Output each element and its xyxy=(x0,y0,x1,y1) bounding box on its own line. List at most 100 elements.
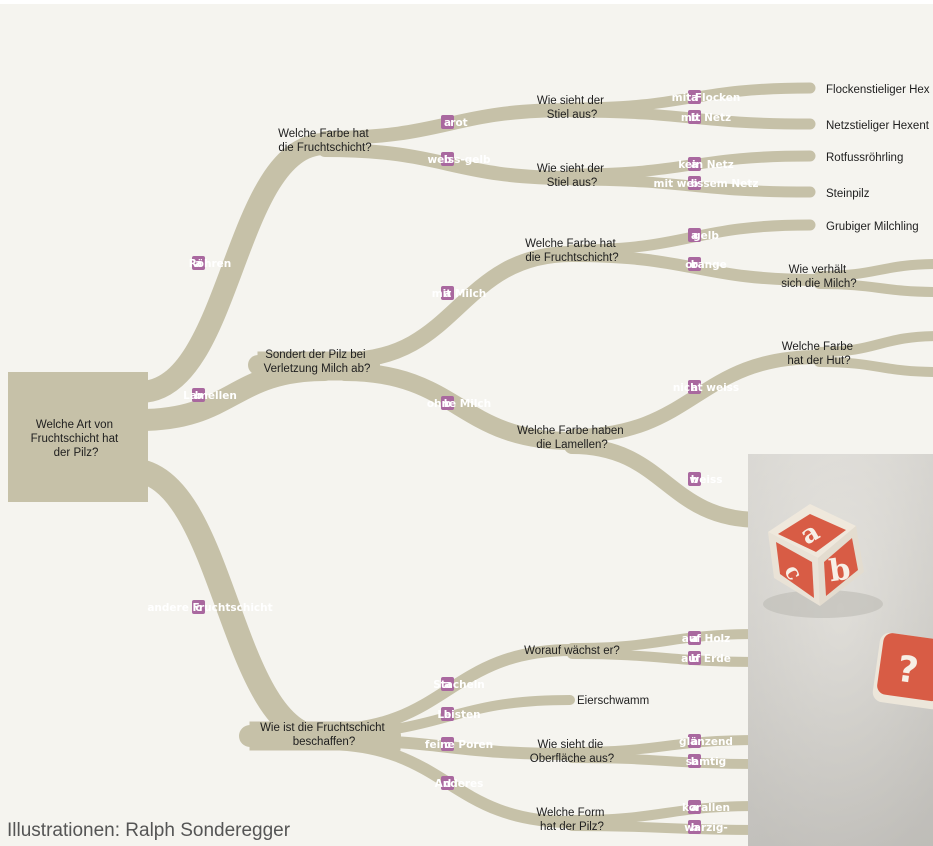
question-farbe-hut: Welche Farbe hat der Hut? xyxy=(782,341,857,367)
option-badge-erde xyxy=(688,651,701,665)
option-letter-poren: c xyxy=(444,739,450,751)
option-letter-gelb: a xyxy=(691,230,698,242)
option-label-rot: rot xyxy=(450,117,467,129)
option-label-gelb: gelb xyxy=(693,230,719,242)
branch-hut-out-2 xyxy=(814,357,933,377)
option-badge-orange xyxy=(688,257,701,271)
option-label-warzig: warzig- xyxy=(684,822,728,834)
option-letter-stacheln: a xyxy=(444,679,451,691)
option-badge-lamellen xyxy=(192,388,205,402)
option-letter-korallen: a xyxy=(691,802,698,814)
question-lamellen-farbe: Welche Farbe haben die Lamellen? xyxy=(517,425,627,451)
option-badge-korallen xyxy=(688,800,701,814)
option-badge-andere xyxy=(192,600,205,614)
option-letter-glaenzend: a xyxy=(691,736,698,748)
leaf-rotfussroehrling: Rotfussröhrling xyxy=(826,152,903,164)
question-beschaffen: Wie ist die Fruchtschicht beschaffen? xyxy=(260,722,388,748)
question-stiel-rot: Wie sieht der Stiel aus? xyxy=(537,95,607,121)
option-badge-flocken xyxy=(688,90,701,104)
option-letter-orange: b xyxy=(691,259,699,271)
question-form: Welche Form hat der Pilz? xyxy=(536,807,607,833)
option-label-flocken: mit Flocken xyxy=(672,92,741,104)
dice-illustration: a b c ? xyxy=(748,454,933,846)
trunk-block-beschaffen xyxy=(249,721,401,751)
root-question: Welche Art von Fruchtschicht hat der Pil… xyxy=(31,419,122,459)
branch-roehren xyxy=(129,133,336,403)
option-label-andere: andere Fruchtschicht xyxy=(147,602,272,614)
option-letter-holz: a xyxy=(691,633,698,645)
option-badge-samtig xyxy=(688,754,701,768)
trunk-block-milch xyxy=(257,351,377,381)
branch-weiss xyxy=(564,438,768,528)
option-letter-samtig: b xyxy=(691,756,699,768)
option-letter-netz: b xyxy=(691,112,699,124)
option-letter-leisten: b xyxy=(444,709,452,721)
option-letter-weiss: b xyxy=(691,474,699,486)
option-label-orange: orange xyxy=(685,259,727,271)
branch-mitmilch xyxy=(337,246,580,368)
dice-photo: a b c ? xyxy=(748,454,933,846)
option-badge-poren xyxy=(441,737,454,751)
option-label-roehren: Röhren xyxy=(189,258,232,270)
branch-samtig xyxy=(567,753,765,769)
option-label-erde: auf Erde xyxy=(681,653,731,665)
option-badge-glaenzend xyxy=(688,734,701,748)
branch-ohnemilch xyxy=(336,363,581,450)
option-letter-lamellen: b xyxy=(195,390,203,402)
option-badge-weissnetz xyxy=(688,176,701,190)
option-label-nichtweiss: nicht weiss xyxy=(673,382,739,394)
option-letter-roehren: a xyxy=(195,258,202,270)
option-badge-roehren xyxy=(192,256,205,270)
option-label-korallen: korallen xyxy=(682,802,730,814)
option-label-weiss: weiss xyxy=(690,474,723,486)
branch-korallen xyxy=(567,801,765,825)
option-label-lamellen: Lamellen xyxy=(183,390,237,402)
option-label-weissnetz: mit weissem Netz xyxy=(654,178,759,190)
option-letter-rot: a xyxy=(444,117,451,129)
branch-milch-out-1 xyxy=(814,259,933,281)
option-label-anderes: Anderes xyxy=(435,778,484,790)
option-letter-erde: b xyxy=(691,653,699,665)
leaf-grubiger-milchling: Grubiger Milchling xyxy=(826,221,919,233)
option-letter-weissgelb: b xyxy=(444,154,452,166)
option-badge-rot xyxy=(441,115,454,129)
question-waechst: Worauf wächst er? xyxy=(524,645,620,657)
leaf-eierschwamm: Eierschwamm xyxy=(577,695,649,707)
option-label-weissgelb: weiss-gelb xyxy=(427,154,491,166)
branch-holz xyxy=(567,629,765,653)
branch-milch-out-2 xyxy=(814,279,933,297)
option-label-leisten: Leisten xyxy=(437,709,480,721)
option-badge-stacheln xyxy=(441,677,454,691)
option-label-glaenzend: glänzend xyxy=(679,736,733,748)
option-label-stacheln: Stacheln xyxy=(433,679,485,691)
option-label-netz: mit Netz xyxy=(681,112,731,124)
option-badge-holz xyxy=(688,631,701,645)
option-badge-netz xyxy=(688,110,701,124)
option-badge-gelb xyxy=(688,228,701,242)
leaf-flockenstieliger: Flockenstieliger Hex xyxy=(826,84,930,96)
branch-hut-out-1 xyxy=(814,331,933,357)
option-badge-keinnetz xyxy=(688,157,701,171)
option-letter-keinnetz: a xyxy=(691,159,698,171)
svg-text:b: b xyxy=(827,552,853,590)
option-badge-warzig xyxy=(688,820,701,834)
